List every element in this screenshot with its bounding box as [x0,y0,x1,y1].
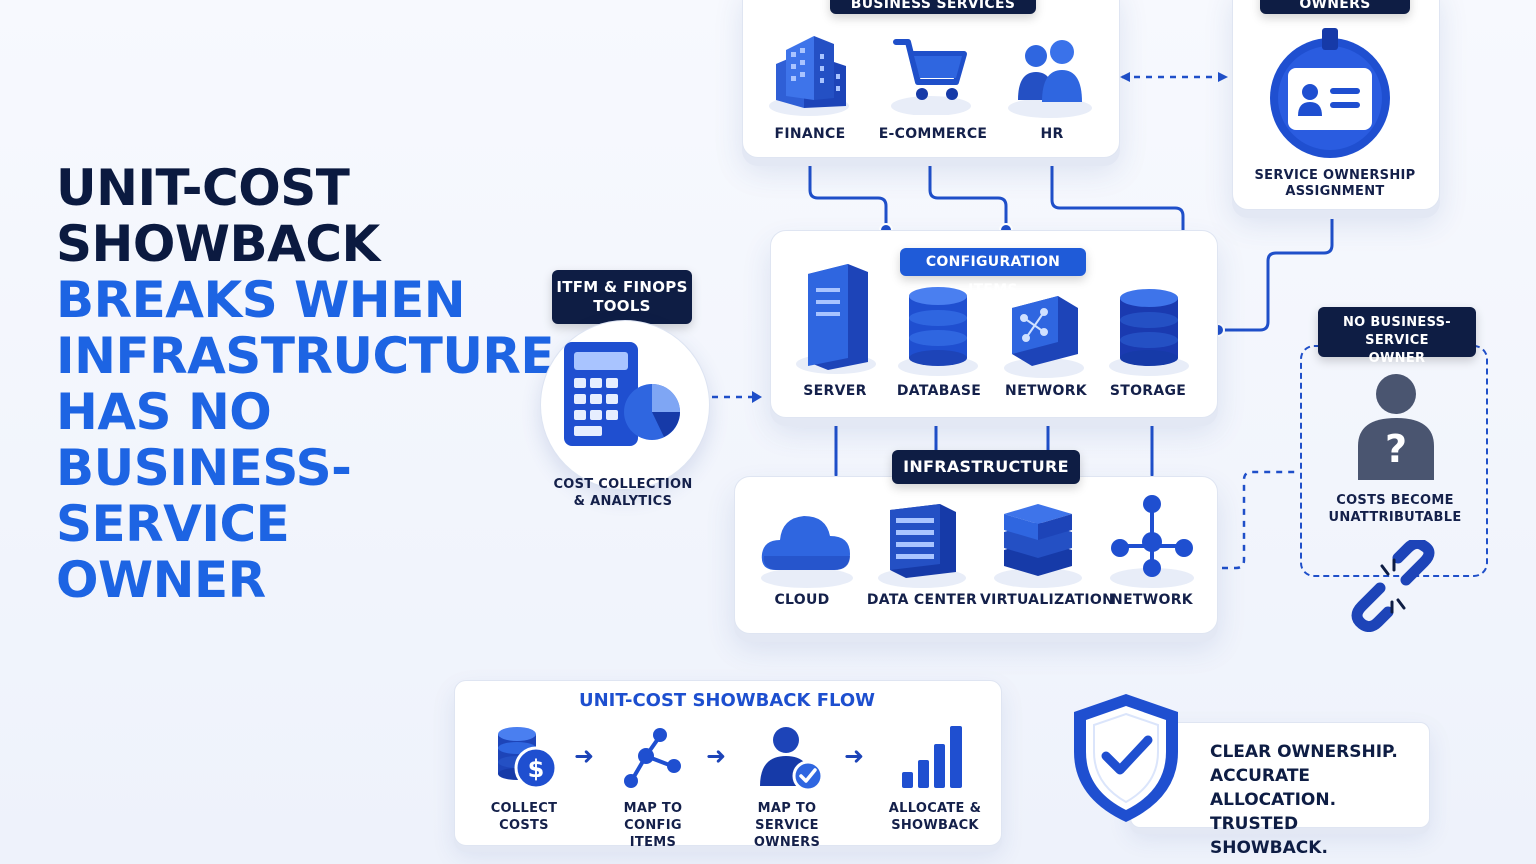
itfm-header-line-2: TOOLS [593,297,651,315]
outcome-line-2: ACCURATE ALLOCATION. [1210,766,1337,810]
people-icon [1004,34,1096,123]
flow-arrow-1-icon: ➜ [574,742,595,770]
headline-line-2: SHOWBACK [56,215,380,273]
owner-check-icon [756,724,828,798]
owners-caption-line-2: ASSIGNMENT [1285,184,1385,199]
no-owner-caption: COSTS BECOME UNATTRIBUTABLE [1316,492,1474,526]
infrastructure-virtualization-label: VIRTUALIZATION [980,592,1115,608]
business-service-hr-label: HR [1040,126,1064,142]
config-item-server-label: SERVER [803,383,867,399]
network-topology-icon [1106,494,1198,594]
owners-caption: SERVICE OWNERSHIP ASSIGNMENT [1240,168,1430,200]
showback-flow-title: UNIT-COST SHOWBACK FLOW [578,690,876,711]
flow-step-2-line-1: MAP TO [623,801,683,816]
outcome-line-3: TRUSTED SHOWBACK. [1210,814,1328,858]
business-services-header: BUSINESS SERVICES [830,0,1036,14]
headline-line-5: HAS NO [56,383,272,441]
flow-step-1-label: COLLECT COSTS [466,800,582,834]
flow-step-4-line-1: ALLOCATE & [888,801,982,816]
no-owner-header-line-1: NO BUSINESS-SERVICE [1342,315,1452,348]
svg-text:?: ? [1385,427,1407,471]
headline-line-1: UNIT-COST [56,159,350,217]
configuration-items-header: CONFIGURATION ITEMS [900,248,1086,298]
server-icon [790,258,880,382]
outcome-line-1: CLEAR OWNERSHIP. [1210,742,1398,762]
infrastructure-network-label: NETWORK [1111,592,1193,608]
flow-step-4-label: ALLOCATE & SHOWBACK [880,800,990,834]
config-item-storage-label: STORAGE [1109,383,1187,399]
network-switch-icon [998,288,1090,384]
data-center-icon [874,500,970,594]
virtualization-icon [990,500,1086,594]
flow-step-3-label: MAP TO SERVICE OWNERS [722,800,852,851]
bar-chart-icon [898,722,974,796]
cloud-icon [756,500,858,594]
shield-check-icon [1068,690,1184,830]
building-icon [764,22,854,121]
flow-step-3-line-2: SERVICE OWNERS [753,818,821,850]
unknown-person-icon: ? [1352,368,1440,484]
storage-icon [1104,282,1194,382]
headline-line-4: INFRASTRUCTURE [56,327,555,385]
itfm-caption: COST COLLECTION & ANALYTICS [546,476,700,510]
broken-link-icon [1336,537,1456,636]
database-icon [893,282,983,382]
headline-line-6: BUSINESS-SERVICE [56,439,352,553]
flow-step-2-line-2: CONFIG ITEMS [624,818,682,850]
infrastructure-data-center-label: DATA CENTER [866,592,978,608]
itfm-header-line-1: ITFM & FINOPS [556,278,688,296]
headline-line-7: OWNER [56,551,266,609]
business-service-ecommerce-label: E-COMMERCE [878,126,988,142]
itfm-caption-line-2: & ANALYTICS [573,494,673,509]
infrastructure-cloud-label: CLOUD [774,592,830,608]
headline-line-3: BREAKS WHEN [56,271,466,329]
no-owner-header: NO BUSINESS-SERVICE OWNER [1318,307,1476,366]
no-owner-caption-line-1: COSTS BECOME [1336,493,1454,508]
flow-arrow-2-icon: ➜ [706,742,727,770]
id-badge-icon [1266,26,1394,170]
owners-caption-line-1: SERVICE OWNERSHIP [1254,168,1416,183]
flow-step-4-line-2: SHOWBACK [891,818,979,833]
svg-text:$: $ [528,755,545,783]
owners-header: OWNERS [1260,0,1410,14]
mapping-nodes-icon [620,726,688,796]
calculator-chart-icon [560,340,684,456]
shopping-cart-icon [886,30,976,119]
flow-arrow-3-icon: ➜ [844,742,865,770]
outcome-text: CLEAR OWNERSHIP. ACCURATE ALLOCATION. TR… [1210,740,1420,860]
config-item-network-label: NETWORK [1005,383,1087,399]
itfm-header: ITFM & FINOPS TOOLS [552,270,692,324]
coins-dollar-icon: $ [492,724,562,798]
itfm-caption-line-1: COST COLLECTION [553,477,693,492]
no-owner-caption-line-2: UNATTRIBUTABLE [1328,510,1462,525]
headline: UNIT-COST SHOWBACK BREAKS WHEN INFRASTRU… [56,159,555,609]
flow-step-3-line-1: MAP TO [757,801,817,816]
business-service-finance-label: FINANCE [774,126,846,142]
infrastructure-header: INFRASTRUCTURE [892,450,1080,484]
config-item-database-label: DATABASE [896,383,982,399]
no-owner-header-line-2: OWNER [1368,351,1426,366]
flow-step-1-line-1: COLLECT COSTS [490,801,558,833]
flow-step-2-label: MAP TO CONFIG ITEMS [600,800,706,851]
